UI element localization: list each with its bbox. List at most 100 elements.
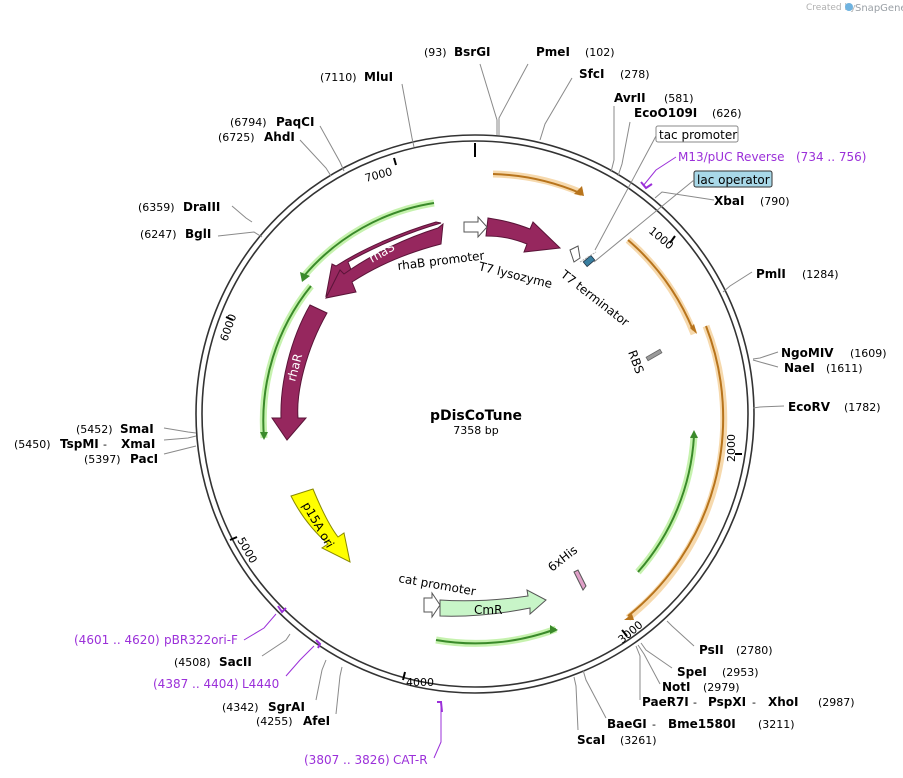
- enzyme-sep: -: [652, 718, 656, 731]
- enzyme-name[interactable]: TspMI: [60, 437, 99, 451]
- lac-operator-glyph: [582, 254, 596, 268]
- enzyme-pos: (6725): [218, 131, 255, 144]
- primer-range: (4601 .. 4620): [74, 633, 160, 647]
- enzyme-sep: -: [752, 696, 756, 709]
- lac-operator-label: lac operator: [697, 173, 770, 187]
- lac-operator-box[interactable]: [693, 170, 773, 188]
- t7-lysozyme-arrow[interactable]: [485, 217, 562, 253]
- enzyme-pos: (102): [585, 46, 615, 59]
- rhaS-feature[interactable]: [325, 221, 442, 298]
- enzyme-pos: (626): [712, 107, 742, 120]
- orf-arrowhead: [550, 625, 558, 634]
- enzyme-name[interactable]: PspXI: [708, 695, 746, 709]
- orf-arrowhead: [300, 272, 310, 282]
- plasmid-size: 7358 bp: [453, 424, 498, 437]
- enzyme-pos: (790): [760, 195, 790, 208]
- enzyme-name[interactable]: AfeI: [303, 714, 330, 728]
- enzyme-pos: (6359): [138, 201, 175, 214]
- primer-name[interactable]: CAT-R: [393, 753, 428, 767]
- rhaR-arrow[interactable]: [271, 304, 328, 441]
- enzyme-name[interactable]: MluI: [364, 70, 393, 84]
- catr-primer-mark: [437, 701, 443, 713]
- enzyme-name[interactable]: BglI: [185, 227, 211, 241]
- enzyme-name[interactable]: AvrII: [614, 91, 646, 105]
- pbr322-primer-leader: [243, 613, 277, 641]
- cmr-arrow[interactable]: [439, 589, 547, 617]
- enzyme-pos: (93): [424, 46, 447, 59]
- enzyme-name[interactable]: PmlI: [756, 267, 786, 281]
- credit-brand: SnapGene: [855, 3, 903, 14]
- enzyme-name[interactable]: PsII: [699, 643, 724, 657]
- orf-green-arcs: [259, 199, 698, 647]
- enzyme-name[interactable]: XmaI: [121, 437, 155, 451]
- enzyme-pos: (3211): [758, 718, 795, 731]
- backbone-inner: [201, 140, 749, 688]
- credit-text: Created by: [806, 3, 856, 13]
- enzyme-name[interactable]: ScaI: [577, 733, 605, 747]
- plasmid-name: pDisCoTune: [430, 408, 522, 424]
- enzyme-pos: (2780): [736, 644, 773, 657]
- enzyme-name[interactable]: SpeI: [677, 665, 707, 679]
- enzyme-name[interactable]: SfcI: [579, 67, 604, 81]
- t7-lysozyme-label: T7 lysozyme: [476, 259, 553, 291]
- catr-primer-leader: [433, 704, 442, 759]
- l4440-primer-leader: [285, 645, 315, 677]
- enzyme-name[interactable]: Bme1580I: [668, 717, 736, 731]
- primer-range: (734 .. 756): [796, 150, 866, 164]
- tick-marks: [225, 157, 742, 681]
- enzyme-name[interactable]: NgoMIV: [781, 346, 834, 360]
- p15a-ori-arrow[interactable]: [290, 488, 351, 563]
- enzyme-pos: (1284): [802, 268, 839, 281]
- cat-promoter-arrow[interactable]: [423, 591, 441, 619]
- enzyme-sep: -: [693, 696, 697, 709]
- cat-promoter-label: cat promoter: [397, 571, 476, 598]
- orf-arrowhead: [690, 430, 698, 438]
- tac-promoter-glyph: [579, 251, 597, 263]
- lac-operator-leader: [593, 179, 695, 263]
- orf-arrowhead: [690, 324, 697, 334]
- enzyme-pos: (5450): [14, 438, 51, 451]
- enzyme-name[interactable]: PaeR7I: [642, 695, 689, 709]
- enzyme-name[interactable]: EcoRV: [788, 400, 831, 414]
- his6-glyph: [573, 569, 587, 591]
- enzyme-leader-lines: [163, 63, 785, 731]
- enzyme-name[interactable]: PmeI: [536, 45, 570, 59]
- primer-name[interactable]: L4440: [242, 677, 279, 691]
- primer-name[interactable]: pBR322ori-F: [164, 633, 238, 647]
- rbs-glyph: [645, 348, 663, 362]
- enzyme-pos: (2953): [722, 666, 759, 679]
- pbr322-primer-mark: [277, 605, 287, 614]
- orf-orange-arcs: [492, 170, 728, 621]
- enzyme-name[interactable]: XbaI: [714, 194, 744, 208]
- enzyme-name[interactable]: DraIII: [183, 200, 220, 214]
- tac-promoter-label: tac promoter: [659, 128, 737, 142]
- rhab-promoter-arrow[interactable]: [463, 215, 488, 239]
- primer-range: (4387 .. 4404): [153, 677, 239, 691]
- m13-primer-mark: [640, 181, 653, 190]
- tick-label-6000: 6000: [218, 312, 240, 343]
- rhaS-arrow[interactable]: [325, 222, 444, 299]
- tick-label-3000: 3000: [616, 618, 646, 646]
- enzyme-pos: (6794): [230, 116, 267, 129]
- primer-name[interactable]: M13/pUC Reverse: [678, 150, 785, 164]
- rbs-label: RBS: [625, 348, 646, 375]
- enzyme-name[interactable]: PacI: [130, 452, 158, 466]
- enzyme-name[interactable]: SmaI: [120, 422, 154, 436]
- enzyme-name[interactable]: AhdI: [264, 130, 295, 144]
- enzyme-pos: (5452): [76, 423, 113, 436]
- enzyme-name[interactable]: XhoI: [768, 695, 799, 709]
- enzyme-name[interactable]: NotI: [662, 680, 691, 694]
- enzyme-pos: (3261): [620, 734, 657, 747]
- enzyme-name[interactable]: SacII: [219, 655, 252, 669]
- enzyme-name[interactable]: PaqCI: [276, 115, 314, 129]
- enzyme-sep: -: [103, 438, 107, 451]
- enzyme-name[interactable]: NaeI: [784, 361, 815, 375]
- cmr-label: CmR: [474, 603, 502, 617]
- enzyme-name[interactable]: BsrGI: [454, 45, 491, 59]
- tac-promoter-box[interactable]: [655, 125, 739, 143]
- enzyme-name[interactable]: EcoO109I: [634, 106, 697, 120]
- enzyme-name[interactable]: BaeGI: [607, 717, 647, 731]
- enzyme-pos: (278): [620, 68, 650, 81]
- enzyme-name[interactable]: SgrAI: [268, 700, 305, 714]
- enzyme-pos: (6247): [140, 228, 177, 241]
